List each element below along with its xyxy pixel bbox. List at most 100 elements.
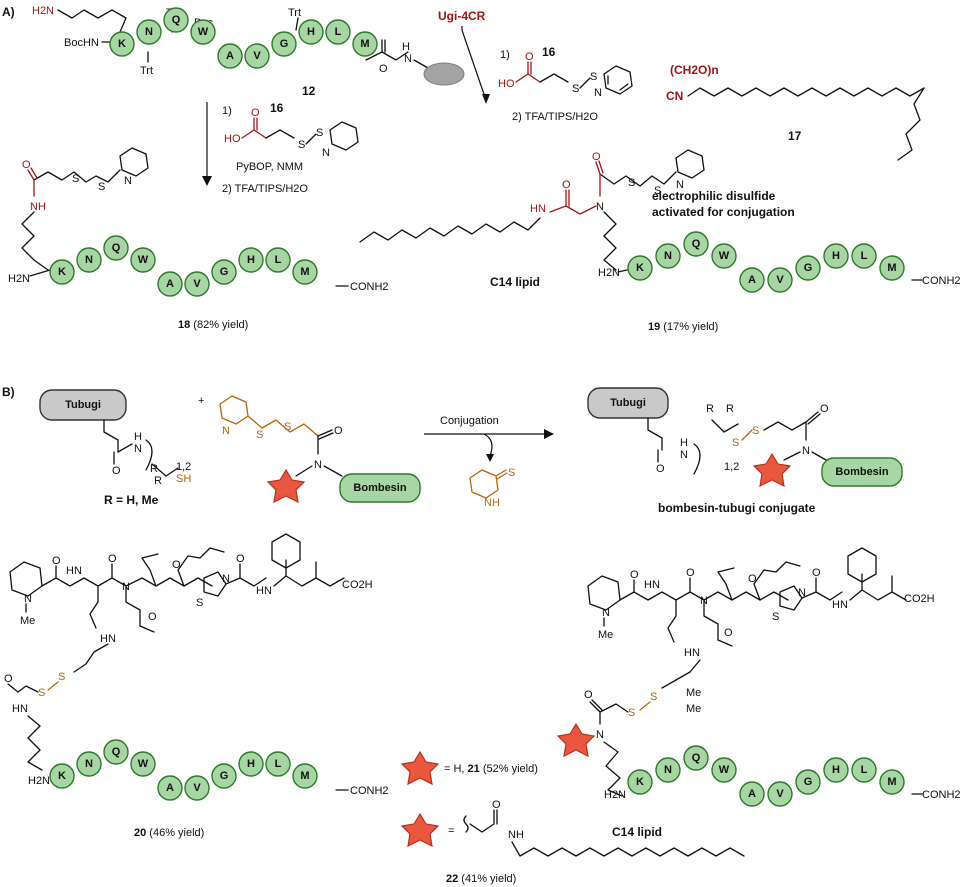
o-20e: O (148, 611, 157, 623)
panel-label-a: A) (2, 5, 15, 19)
o-20a: O (52, 555, 61, 567)
me-21c: Me (686, 703, 701, 715)
residue-label-l: L (861, 764, 868, 776)
residue-label-a: A (166, 278, 174, 290)
c14-lipid-chain-22 (511, 841, 745, 857)
residue-label-q: Q (172, 14, 181, 26)
piperidine-20 (9, 561, 43, 597)
n-pyridine-19: N (676, 179, 684, 191)
residue-label-w: W (138, 758, 149, 770)
residue-label-q: Q (112, 242, 121, 254)
residue-label-a: A (226, 50, 234, 62)
residue-bead-m (292, 259, 318, 285)
co2h-20: CO2H (342, 579, 373, 591)
piperidine-21 (587, 575, 621, 611)
conh2-19: CONH2 (922, 275, 961, 287)
n-21b: N (596, 729, 604, 741)
h2n-20: H2N (28, 775, 50, 787)
residue-label-g: G (804, 262, 813, 274)
hn-20b: HN (256, 585, 272, 597)
hn-21: HN (644, 579, 660, 591)
compound-20: N Me O HN O N O S N O HN CO2H O HN S S O (4, 533, 389, 839)
residue-label-w: W (719, 250, 730, 262)
ho-left: HO (224, 133, 241, 145)
o-20d: O (236, 553, 245, 565)
r-definition: R = H, Me (104, 493, 159, 507)
plus-sign: + (198, 395, 204, 407)
residue-bead-h (823, 757, 849, 783)
star-22 (400, 812, 440, 848)
activated-bombesin-reactant: N S S O N Bombesin (219, 395, 421, 504)
residue-label-n: N (664, 250, 672, 262)
o-21d: O (812, 567, 821, 579)
residue-label-m: M (300, 770, 309, 782)
residue-label-h: H (247, 254, 255, 266)
residue-label-k: K (636, 262, 644, 274)
reagent-16-right: 1) 16 HO O S S N 2) TFA/TIPS/H2O (498, 45, 633, 123)
reagent-16-right-number: 16 (542, 45, 556, 59)
residue-label-k: K (636, 776, 644, 788)
residue-bead-a (739, 781, 765, 807)
residue-bead-a (739, 267, 765, 293)
h-label-12: H (402, 41, 410, 53)
residue-label-h: H (832, 764, 840, 776)
n-pyridine-right: N (594, 87, 602, 99)
residue-label-l: L (275, 254, 282, 266)
residue-bead-q (103, 235, 129, 261)
residue-label-q: Q (692, 752, 701, 764)
residue-bead-l (265, 247, 291, 273)
r1-left: R (150, 463, 158, 475)
o-21f: O (584, 689, 593, 701)
residue-label-n: N (85, 758, 93, 770)
h2n-18: H2N (8, 273, 30, 285)
h2n-21: H2N (604, 789, 626, 801)
residue-label-q: Q (112, 746, 121, 758)
n-pyridine-left: N (322, 147, 330, 159)
s1-19: S (654, 185, 661, 197)
s1-18: S (98, 181, 105, 193)
residue-bead-m (352, 31, 378, 57)
pyridine-18 (119, 147, 149, 177)
s-thiazole-20: S (196, 597, 203, 609)
o-right: O (525, 51, 534, 63)
residue-bead-k (49, 259, 75, 285)
residue-label-n: N (664, 764, 672, 776)
n-thiazole-20: N (222, 573, 230, 585)
ugi-arrow (461, 26, 487, 101)
compound-22-caption: 22 (41% yield) (446, 873, 516, 885)
residue-bead-v (767, 267, 793, 293)
s2-left: S (316, 127, 323, 139)
residue-bead-w (130, 247, 156, 273)
s1-b: S (256, 429, 263, 441)
residue-label-a: A (748, 274, 756, 286)
conh2-20: CONH2 (350, 785, 389, 797)
residue-bead-h (238, 751, 264, 777)
pyridine-right (603, 65, 633, 95)
panel-label-b: B) (2, 385, 15, 399)
residue-label-v: V (193, 782, 201, 794)
pyridine-left (329, 121, 359, 151)
reagent-16-left: 1) 16 HO O S S N PyBOP, NMM 2) TFA/TIPS/… (222, 101, 359, 195)
ho-right: HO (498, 78, 515, 90)
n-19: N (596, 201, 604, 213)
nh-22: NH (508, 829, 524, 841)
n-pip-20: N (24, 593, 32, 605)
residue-bead-g (795, 255, 821, 281)
residue-label-g: G (220, 770, 229, 782)
s2-18: S (72, 173, 79, 185)
n-thiazole-21: N (798, 587, 806, 599)
residue-bead-a (157, 775, 183, 801)
residue-label-l: L (335, 26, 342, 38)
hn-20d: HN (12, 703, 28, 715)
o-b: O (334, 425, 343, 437)
s-thiazole-21: S (772, 611, 779, 623)
sub-12-right: 1,2 (724, 461, 739, 473)
residue-bead-w (711, 243, 737, 269)
step2-right: 2) TFA/TIPS/H2O (512, 111, 598, 123)
s2-b: S (284, 421, 291, 433)
residue-bead-v (184, 775, 210, 801)
residue-label-g: G (220, 266, 229, 278)
pyridine-19 (675, 149, 705, 179)
